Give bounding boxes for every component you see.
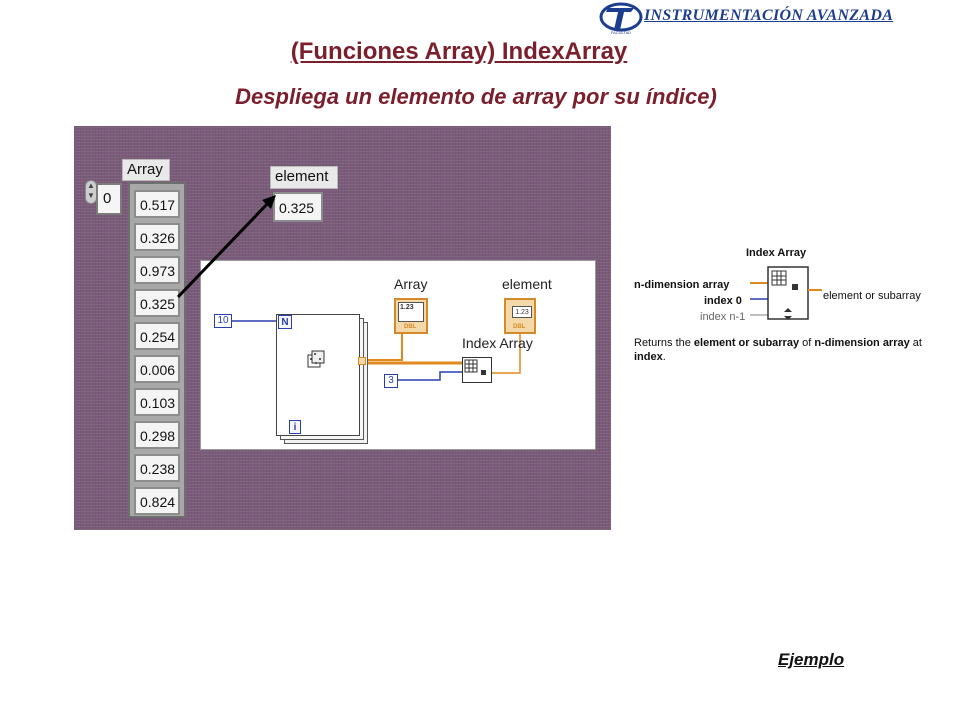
course-brand: INSTRUMENTACIÓN AVANZADA xyxy=(644,7,894,24)
index-constant[interactable]: 3 xyxy=(384,374,398,388)
element-terminal-label: element xyxy=(502,276,552,292)
help-desc-text: at xyxy=(909,337,922,349)
help-input-array: n-dimension array xyxy=(634,279,730,291)
array-terminal-label: Array xyxy=(394,276,428,292)
array-cell[interactable]: 0.325 xyxy=(134,289,180,317)
help-index-array-icon xyxy=(750,266,822,320)
page-title: (Funciones Array) IndexArray xyxy=(290,38,628,65)
random-number-icon[interactable] xyxy=(306,350,326,370)
element-terminal-type: DBL xyxy=(513,324,526,330)
auto-index-tunnel xyxy=(358,357,366,365)
array-index-display[interactable]: 0 xyxy=(96,183,122,215)
array-cell[interactable]: 0.103 xyxy=(134,388,180,416)
index-array-function-label: Index Array xyxy=(462,335,533,351)
array-cell[interactable]: 0.326 xyxy=(134,223,180,251)
help-desc-text: Returns the xyxy=(634,337,694,349)
page-subtitle: Despliega un elemento de array por su ín… xyxy=(235,84,717,109)
array-cell[interactable]: 0.298 xyxy=(134,421,180,449)
loop-iteration-terminal: i xyxy=(289,420,301,434)
array-control: 0.517 0.326 0.973 0.325 0.254 0.006 0.10… xyxy=(128,182,186,518)
for-loop[interactable] xyxy=(276,314,360,436)
element-terminal[interactable]: 1.23 DBL xyxy=(504,298,536,334)
help-desc-bold: element or subarray xyxy=(693,337,800,349)
array-control-label: Array xyxy=(122,159,170,181)
array-cell[interactable]: 0.517 xyxy=(134,190,180,218)
array-cell[interactable]: 0.238 xyxy=(134,454,180,482)
loop-count-terminal: N xyxy=(278,315,292,329)
example-link[interactable]: Ejemplo xyxy=(778,650,845,669)
index-spinner[interactable]: ▲▼ xyxy=(85,180,97,204)
array-cell[interactable]: 0.006 xyxy=(134,355,180,383)
help-desc-bold: index xyxy=(634,351,663,363)
help-desc-text: of xyxy=(799,337,815,349)
array-terminal[interactable]: 1.23 DBL xyxy=(394,298,428,334)
array-terminal-type: DBL xyxy=(404,324,417,330)
help-output: element or subarray xyxy=(823,290,921,302)
svg-text:FACULTAD: FACULTAD xyxy=(611,30,631,35)
help-title: Index Array xyxy=(746,247,807,259)
faculty-logo-icon: FACULTAD xyxy=(599,2,643,35)
array-cell[interactable]: 0.254 xyxy=(134,322,180,350)
help-desc-text: . xyxy=(662,351,666,363)
index-array-function-icon[interactable] xyxy=(462,357,492,383)
help-input-index0: index 0 xyxy=(704,295,742,307)
help-desc-bold: n-dimension array xyxy=(814,337,910,349)
help-description: Returns the element or subarray of n-dim… xyxy=(634,336,934,364)
loop-count-constant[interactable]: 10 xyxy=(214,314,232,328)
array-cell[interactable]: 0.973 xyxy=(134,256,180,284)
array-cell[interactable]: 0.824 xyxy=(134,487,180,515)
element-terminal-value: 1.23 xyxy=(512,306,532,318)
element-indicator: 0.325 xyxy=(273,192,323,222)
help-input-indexn: index n-1 xyxy=(700,311,746,323)
array-terminal-value: 1.23 xyxy=(398,302,424,322)
element-indicator-label: element xyxy=(270,166,338,189)
